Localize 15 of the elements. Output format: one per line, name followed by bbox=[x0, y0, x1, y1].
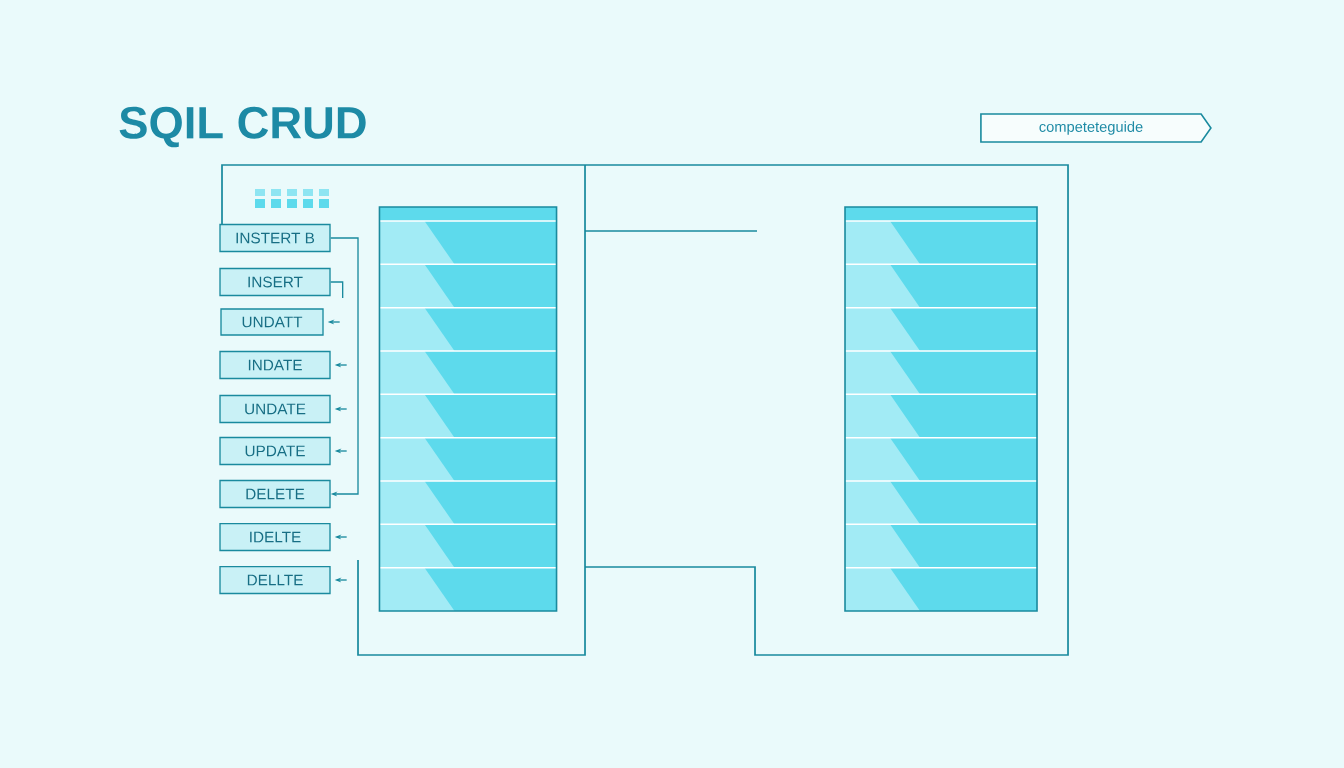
command-box: INSTERT B bbox=[219, 223, 331, 253]
table-drawing bbox=[844, 206, 1038, 612]
command-box: INSERT bbox=[219, 267, 331, 297]
connector bbox=[330, 281, 344, 299]
tag-label: competeteguide bbox=[980, 113, 1212, 143]
command-box: UPDATE bbox=[219, 436, 331, 466]
command-box: UNDATE bbox=[219, 394, 331, 424]
command-box: DELETE bbox=[219, 479, 331, 509]
command-box: UNDATT bbox=[220, 308, 324, 336]
command-box: INDATE bbox=[219, 350, 331, 380]
title: SQIL CRUD bbox=[119, 106, 366, 148]
command-box: IDELTE bbox=[219, 522, 331, 552]
command-box: DELLTE bbox=[219, 565, 331, 595]
connector bbox=[330, 237, 359, 497]
table-drawing bbox=[378, 206, 558, 612]
